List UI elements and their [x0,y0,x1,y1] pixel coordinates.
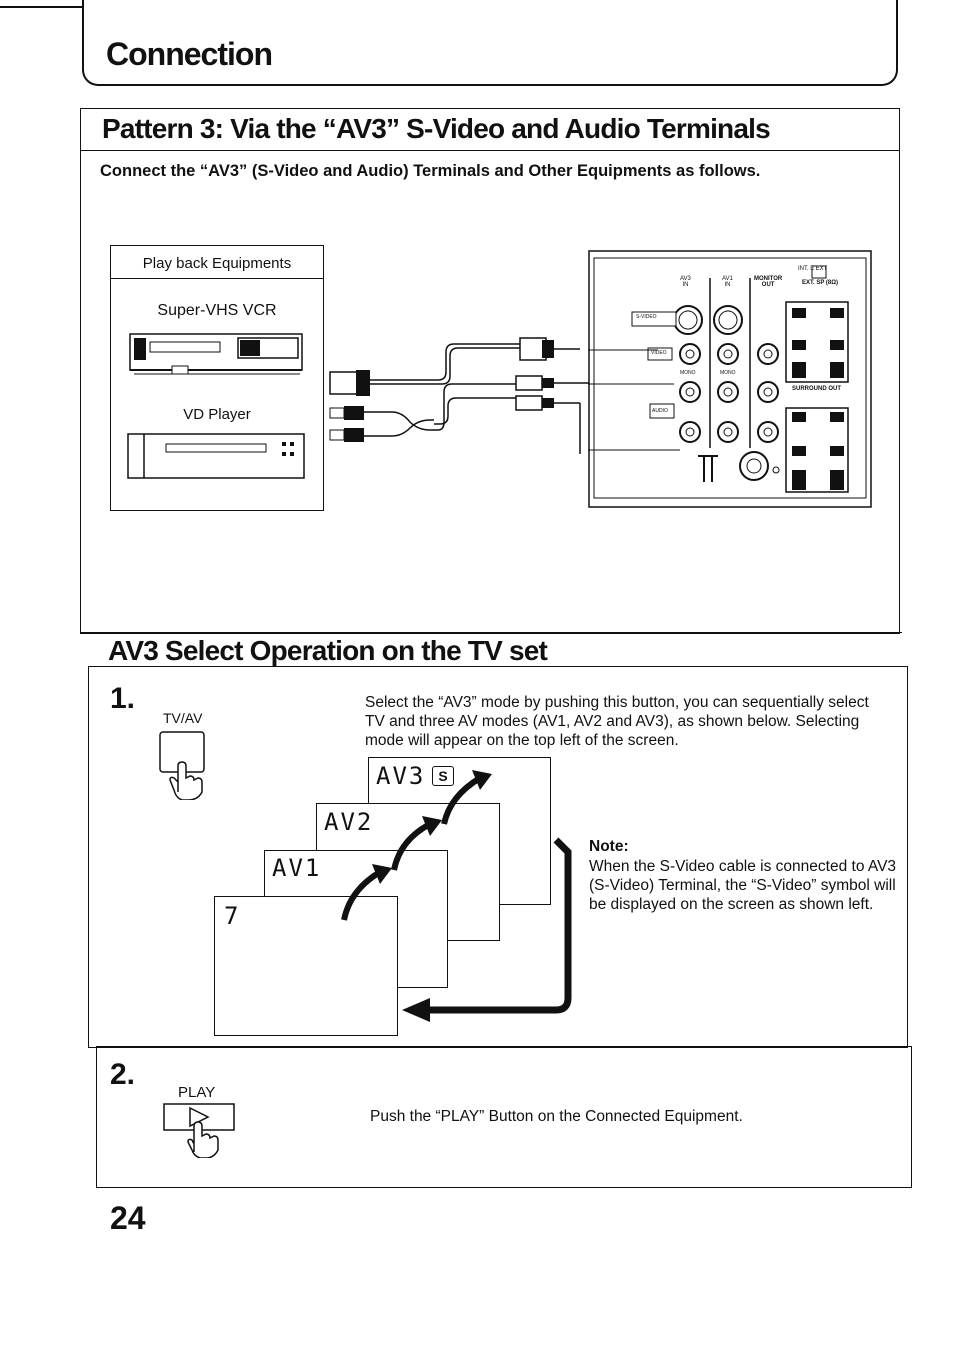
step1-number: 1. [110,682,136,715]
label-int-ext: INT. ⎕ EXT [798,266,828,272]
pattern-instruction: Connect the “AV3” (S-Video and Audio) Te… [100,162,761,180]
label-mono-2: MONO [720,370,736,376]
tv-terminal-panel [588,250,872,508]
screen-av2-label: AV2 [324,808,374,836]
pattern-box [80,108,900,634]
vd-player-illustration [127,433,305,479]
step1-box [88,666,908,1048]
note-title: Note: [589,838,629,855]
pattern-title-rule [80,150,900,151]
equipment-header: Play back Equipments [142,255,292,272]
s-video-symbol-icon: S [432,766,454,786]
label-audio: AUDIO [652,408,668,414]
header-rule [0,6,84,8]
label-surround-out: SURROUND OUT [792,386,841,392]
equipment-box [110,245,324,511]
screen-tv [214,896,398,1036]
label-av3-in: AV3 IN [680,276,691,288]
av3-title-rule-top [80,632,902,633]
label-video: VIDEO [651,350,667,356]
play-button-label: PLAY [178,1084,216,1101]
equipment-header-rule [110,278,324,279]
device-vd-label: VD Player [183,406,251,423]
av3-section-title: AV3 Select Operation on the TV set [108,635,548,666]
section-title: Connection [106,36,273,72]
step2-number: 2. [110,1058,136,1091]
step1-text: Select the “AV3” mode by pushing this bu… [365,694,869,749]
device-svhs-label: Super-VHS VCR [157,302,277,319]
section-tab [82,0,898,86]
pattern-title: Pattern 3: Via the “AV3” S-Video and Aud… [102,113,771,144]
tv-av-button-label: TV/AV [163,710,203,726]
cycle-arrows-icon [341,770,572,1022]
cable-illustration [329,337,596,454]
step2-box [96,1046,912,1188]
label-av1-in: AV1 IN [722,276,733,288]
label-mono-1: MONO [680,370,696,376]
label-s-video: S-VIDEO [636,314,657,320]
screen-av1-label: AV1 [272,854,322,882]
screen-av3-label: AV3 [376,762,426,790]
tv-av-button-icon [159,731,205,800]
note-text: When the S-Video cable is connected to A… [589,858,897,913]
page-number: 24 [110,1200,146,1236]
label-monitor-out: MONITOR OUT [754,276,783,288]
step2-text: Push the “PLAY” Button on the Connected … [370,1108,743,1125]
screen-tv-label: 7 [224,902,241,930]
play-button-icon [163,1103,235,1158]
label-ext-sp: EXT. SP (8Ω) [802,280,839,286]
vcr-illustration [129,333,303,375]
